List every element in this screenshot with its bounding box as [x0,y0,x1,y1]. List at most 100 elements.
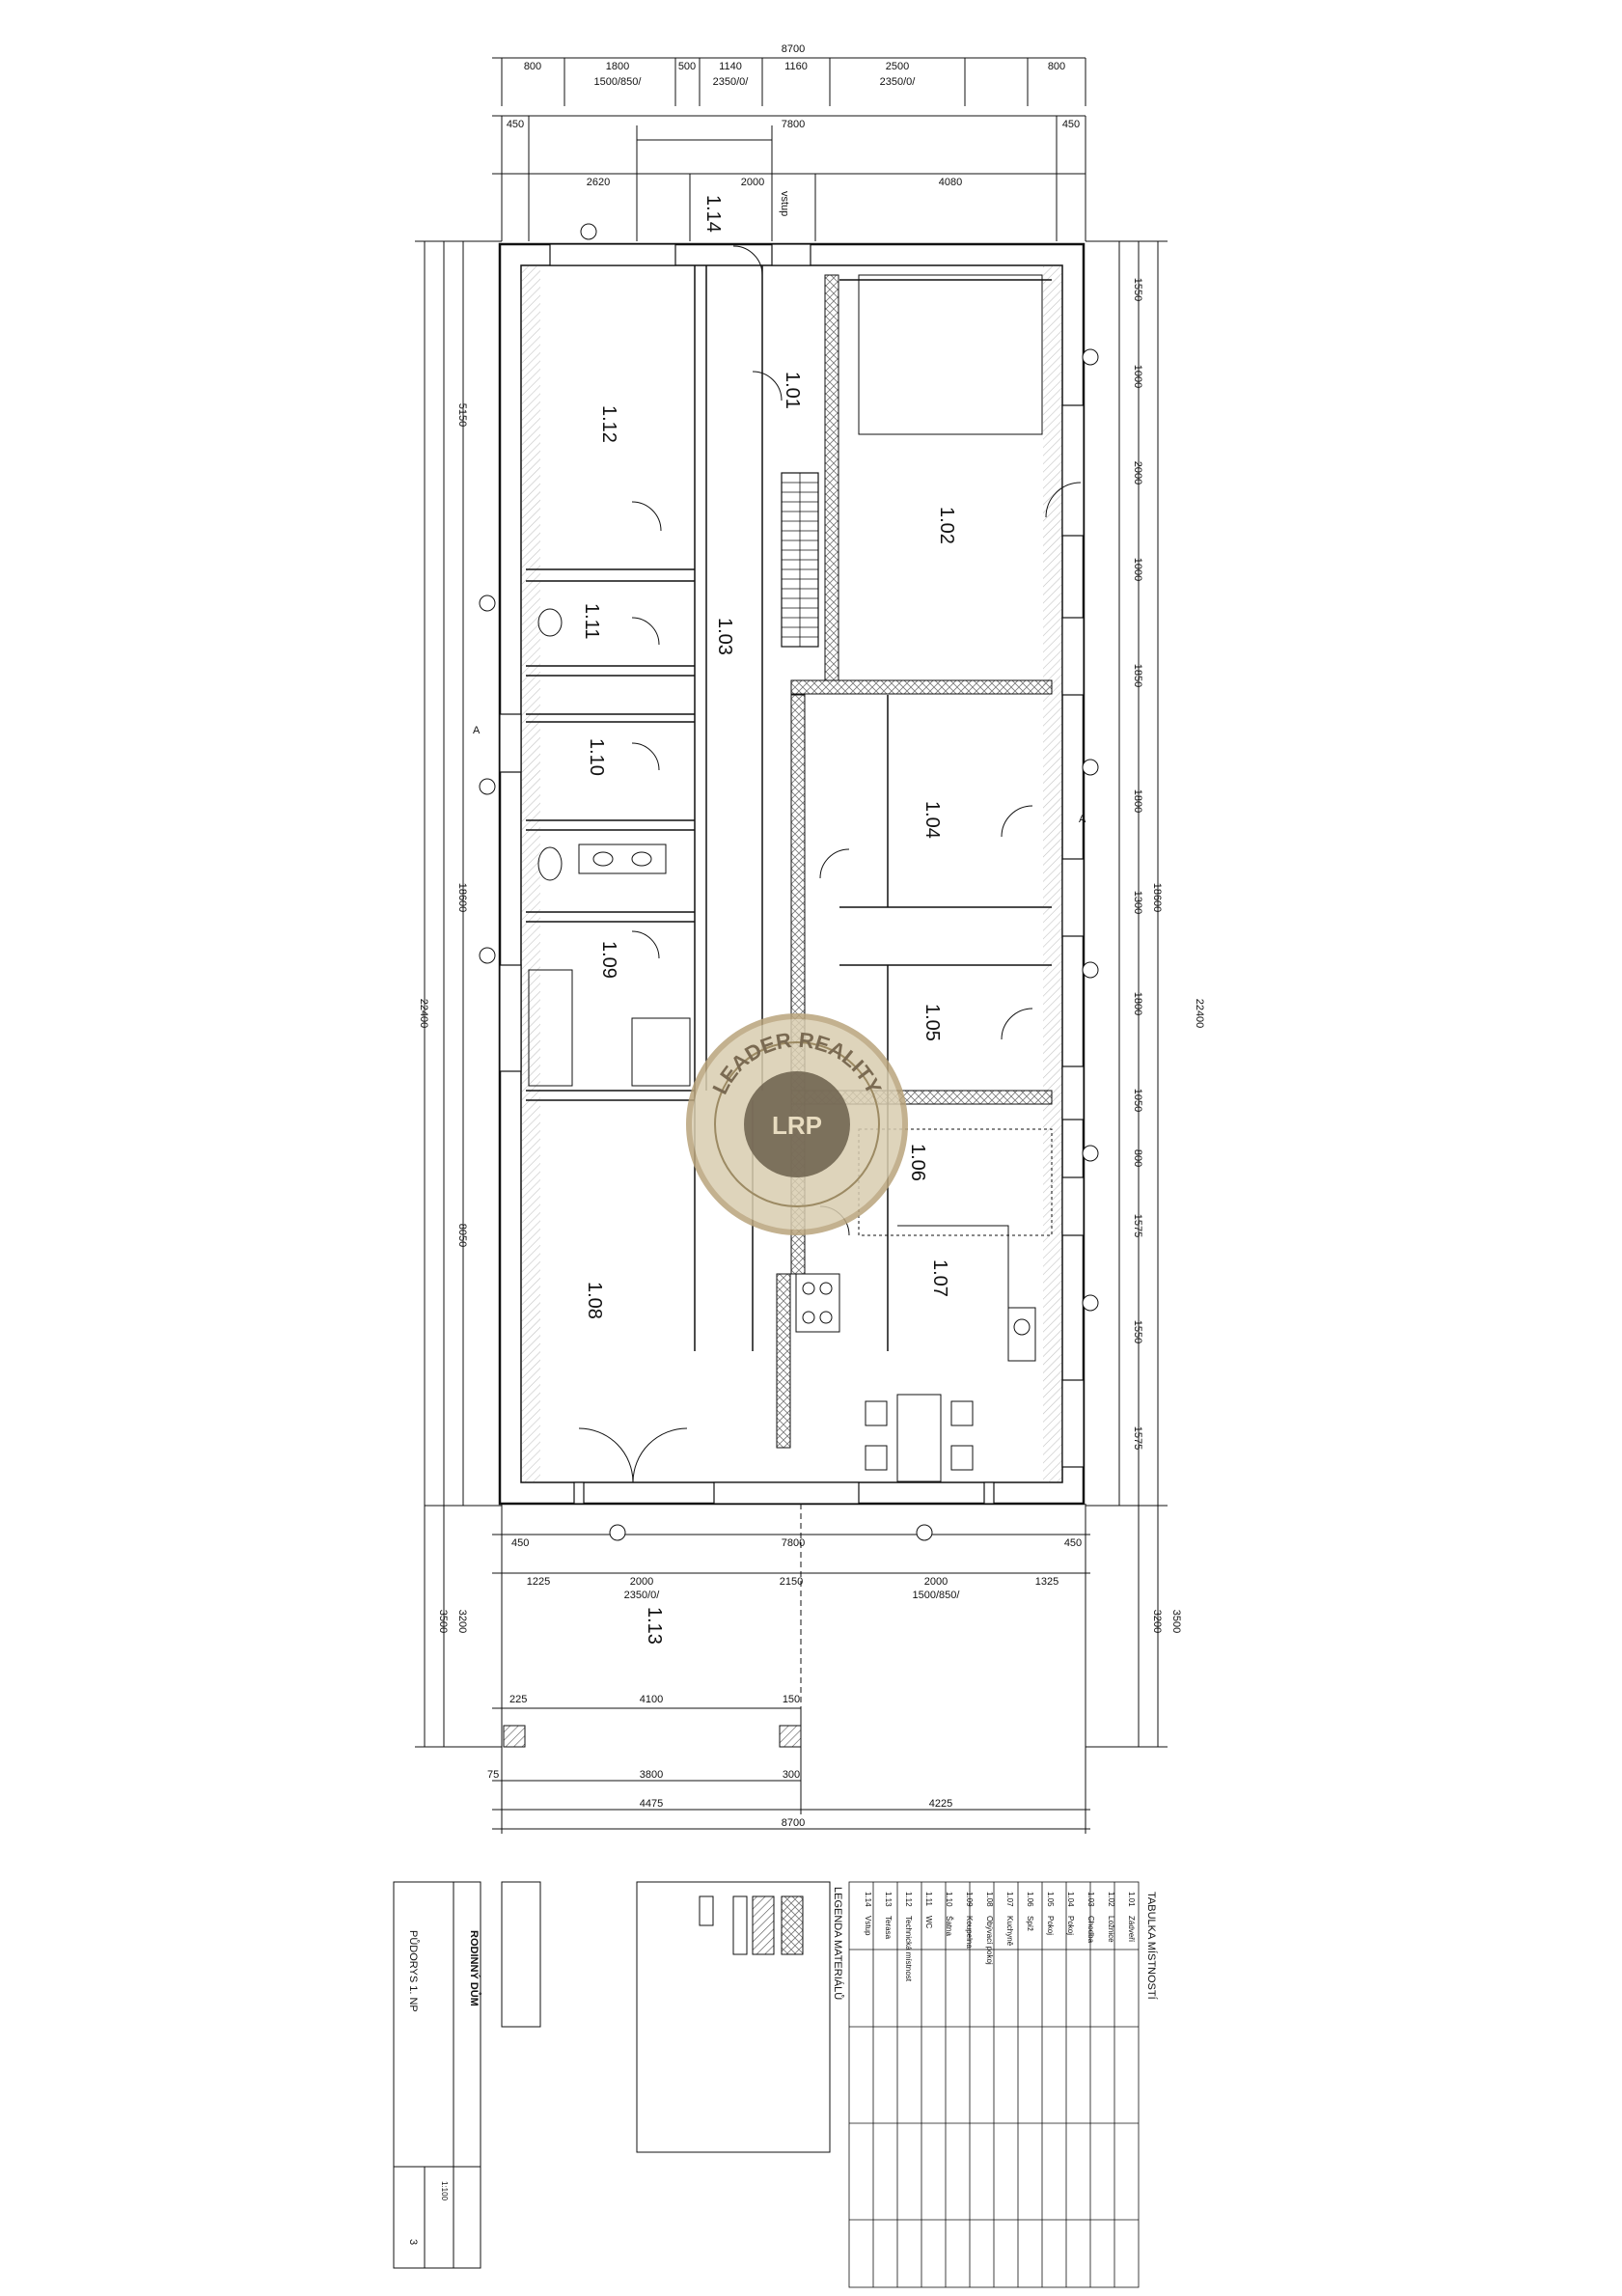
svg-text:1550: 1550 [1132,278,1143,301]
svg-text:2150: 2150 [780,1576,803,1588]
room-label-1.03: 1.03 [714,618,735,655]
svg-text:2350/0/: 2350/0/ [880,76,917,88]
room-label-1.05: 1.05 [921,1004,943,1041]
room-label-1.10: 1.10 [586,738,607,776]
svg-text:800: 800 [1048,61,1065,72]
room-table-id: 1.05 [1046,1892,1055,1907]
room-labels: 1.01 1.02 1.03 1.04 1.05 1.06 1.07 1.08 … [581,191,957,1645]
room-table-id: 1.11 [924,1892,933,1907]
svg-text:800: 800 [524,61,541,72]
svg-text:1000: 1000 [1132,365,1143,388]
svg-text:LRP: LRP [772,1111,822,1140]
svg-text:450: 450 [511,1537,529,1549]
entrance-label: vstup [779,191,790,216]
section-markers: A A [473,725,1086,825]
svg-text:2000: 2000 [630,1576,653,1588]
svg-text:3800: 3800 [640,1769,663,1781]
room-table-id: 1.01 [1127,1892,1136,1907]
svg-text:1500/850/: 1500/850/ [913,1590,961,1601]
svg-text:1300: 1300 [1132,891,1143,914]
room-table [848,1881,1140,2288]
svg-text:1160: 1160 [784,61,808,72]
svg-text:4080: 4080 [939,177,962,188]
room-table-id: 1.07 [1005,1892,1014,1907]
svg-text:2350/0/: 2350/0/ [713,76,750,88]
room-table-id: 1.09 [965,1892,974,1907]
room-table-id: 1.03 [1086,1892,1095,1907]
svg-text:7800: 7800 [782,119,805,130]
svg-text:18600: 18600 [1151,883,1163,913]
svg-text:4100: 4100 [640,1694,663,1705]
room-label-1.09: 1.09 [598,941,619,979]
svg-text:450: 450 [1064,1537,1082,1549]
top-dimension-labels: 8700 800 1800 500 1140 1160 2500 800 150… [507,43,1080,188]
bottom-dimension-labels: 450 7800 450 1225 2000 2150 2000 1325 23… [487,1537,1082,1829]
svg-text:3: 3 [407,2239,419,2245]
room-table-name: Kuchyně [1005,1916,1014,1947]
svg-text:3500: 3500 [1170,1610,1182,1633]
room-table-name: Pokoj [1066,1916,1075,1935]
svg-text:1:100: 1:100 [440,2181,449,2201]
top-dimension-chains [492,57,1086,241]
svg-text:3200: 3200 [1151,1610,1163,1633]
interior-walls [526,265,1052,1351]
room-table-id: 1.12 [904,1892,913,1907]
svg-text:2000: 2000 [741,177,764,188]
room-table-name: Koupelna [965,1916,974,1949]
svg-text:7800: 7800 [782,1537,805,1549]
room-label-1.13: 1.13 [644,1607,665,1645]
svg-text:8700: 8700 [782,1817,805,1829]
kitchen-and-dining [795,274,1053,1482]
svg-text:3200: 3200 [456,1610,468,1633]
svg-text:1550: 1550 [1132,1320,1143,1343]
svg-text:2000: 2000 [924,1576,948,1588]
svg-text:1800: 1800 [1132,992,1143,1015]
svg-text:450: 450 [507,119,524,130]
material-legend [636,1881,831,2153]
title-block [393,1881,541,2269]
room-label-1.12: 1.12 [598,405,619,443]
staircase [781,472,819,648]
room-table-name: Obývací pokoj [985,1916,994,1965]
room-table-name: Zádveří [1127,1916,1136,1943]
bottom-dimension-chains [492,1525,1090,1834]
room-table-name: WC [924,1916,933,1929]
room-table-name: Spíž [1026,1916,1034,1931]
svg-text:18600: 18600 [456,883,468,913]
room-table-name: Terasa [884,1916,893,1940]
svg-text:300: 300 [783,1769,800,1781]
svg-text:1800: 1800 [1132,789,1143,813]
room-label-1.01: 1.01 [782,372,803,409]
room-table-id: 1.04 [1066,1892,1075,1907]
svg-text:1225: 1225 [527,1576,550,1588]
svg-text:PŮDORYS 1. NP: PŮDORYS 1. NP [407,1930,420,2012]
svg-text:5150: 5150 [456,403,468,427]
room-label-1.07: 1.07 [929,1259,950,1297]
axis-markers [479,223,1099,1541]
svg-text:1575: 1575 [1132,1214,1143,1237]
room-table-title: TABULKA MÍSTNOSTÍ [1145,1892,1158,2001]
svg-text:2500: 2500 [886,61,909,72]
title-block-text: RODINNÝ DŮM PŮDORYS 1. NP 3 1:100 [407,1930,481,2245]
svg-text:1000: 1000 [1132,558,1143,581]
svg-text:1140: 1140 [719,61,742,72]
room-label-1.04: 1.04 [921,801,943,839]
svg-text:1800: 1800 [606,61,629,72]
svg-text:4475: 4475 [640,1798,663,1810]
side-dimension-chains [415,240,1168,1748]
svg-text:22400: 22400 [1194,999,1205,1029]
svg-text:2620: 2620 [587,177,610,188]
svg-text:225: 225 [509,1694,527,1705]
svg-text:2350/0/: 2350/0/ [624,1590,661,1601]
overall-width-label: 8700 [782,43,805,55]
room-label-1.14: 1.14 [702,195,724,233]
section-marker-left: A [473,725,481,736]
room-table-name: Technická místnost [904,1916,913,1982]
room-label-1.11: 1.11 [581,603,602,639]
room-table-name: Pokoj [1046,1916,1055,1935]
svg-text:2000: 2000 [1132,461,1143,484]
room-label-1.08: 1.08 [584,1282,605,1319]
room-table-id: 1.08 [985,1892,994,1907]
svg-text:450: 450 [1062,119,1080,130]
